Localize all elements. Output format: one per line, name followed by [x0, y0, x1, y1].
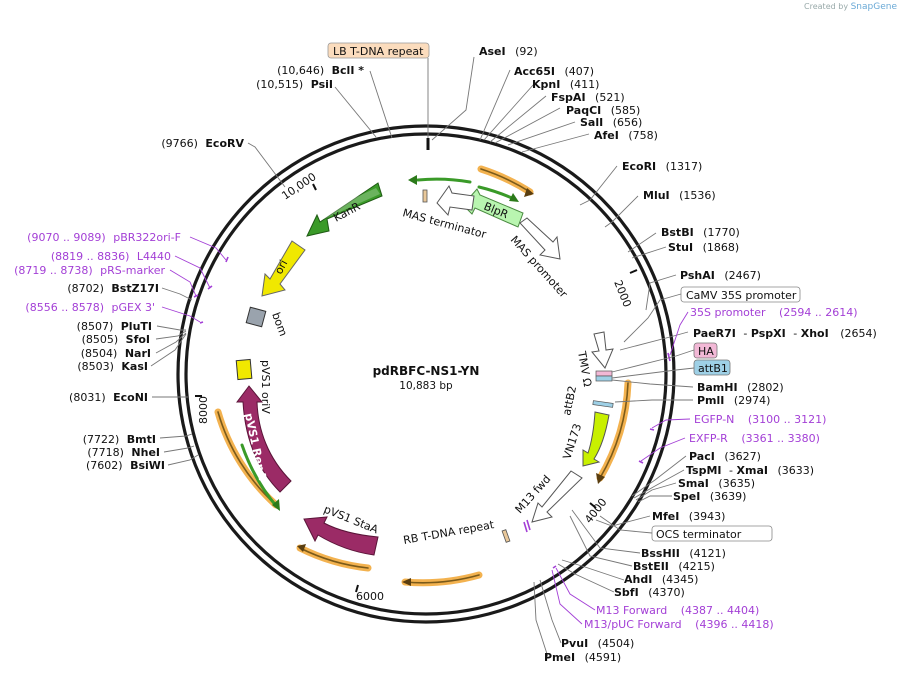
site-bamhi: BamHI (2802) [697, 381, 784, 394]
enzyme-labels-left: (7602) BsiWI (7718) NheI (7722) BmtI (80… [67, 64, 364, 472]
tick-8000: 8000 [197, 396, 210, 424]
site-nari: (8504) NarI [81, 347, 151, 360]
orange-arrowheads [297, 188, 605, 586]
ori-label: ori [272, 258, 290, 277]
plasmid-name: pdRBFC-NS1-YN [373, 364, 480, 378]
site-bstbi: BstBI (1770) [661, 226, 740, 239]
lb-repeat-text: LB T-DNA repeat [333, 45, 424, 58]
site-pshai: PshAI (2467) [680, 269, 761, 282]
site-asei: AseI (92) [479, 45, 538, 58]
tmv-feature[interactable]: TMV Ω [575, 331, 614, 388]
site-ecori: EcoRI (1317) [622, 160, 702, 173]
site-afei: AfeI (758) [594, 129, 658, 142]
site-pmei: PmeI (4591) [544, 651, 621, 664]
rb-repeat-label: RB T-DNA repeat [402, 518, 495, 547]
created-by-text: Created by [804, 2, 849, 11]
site-fspai: FspAI (521) [551, 91, 625, 104]
site-mfei: MfeI (3943) [652, 510, 725, 523]
vn173-label: VN173 [560, 422, 584, 461]
enzyme-labels-right: AseI (92) Acc65I (407) KpnI (411) FspAI … [479, 45, 877, 664]
ocs-box[interactable]: OCS terminator [599, 515, 773, 542]
ocs-text: OCS terminator [656, 528, 742, 541]
snapgene-credit: Created by SnapGene [804, 2, 897, 12]
backbone [176, 124, 676, 624]
site-econi: (8031) EcoNI [69, 391, 148, 404]
attb2-label: attB2 [560, 385, 579, 417]
primer-m13fwd: M13 Forward (4387 .. 4404) [596, 604, 759, 617]
m13fwd-feature[interactable]: M13 fwd [513, 470, 583, 523]
vn173-feature[interactable]: VN173 [560, 411, 610, 467]
site-psii: (10,515) PsiI [256, 78, 333, 91]
enzyme-leader-lines [150, 56, 694, 658]
site-bstz17i: (8702) BstZ17I [67, 282, 159, 295]
bom-label: bom [269, 311, 290, 338]
pvs1-oriv-feature[interactable]: pVS1 oriV [235, 358, 272, 414]
bom-feature[interactable]: bom [245, 306, 290, 338]
site-mlui: MluI (1536) [643, 189, 716, 202]
attb1-text: attB1 [698, 362, 728, 375]
primer-labels: (9070 .. 9089) pBR322ori-F (8819 .. 8836… [14, 231, 857, 631]
green-arrowheads [272, 175, 519, 511]
site-stui: StuI (1868) [668, 241, 739, 254]
repeat-markers [422, 189, 511, 543]
mas-promoter-feature[interactable]: MAS promoter [508, 217, 571, 301]
primer-prs: (8719 .. 8738) pRS-marker [14, 264, 165, 277]
blpr-label: BlpR [482, 200, 511, 222]
primer-leader-lines [161, 236, 691, 625]
site-paci: PacI (3627) [689, 450, 761, 463]
ori-feature[interactable]: ori [261, 240, 306, 297]
ha-box[interactable]: HA [611, 342, 718, 373]
site-bcli: (10,646) BclI * [277, 64, 364, 77]
site-sali: SalI (656) [580, 116, 642, 129]
site-tspmi: TspMI - XmaI (3633) [686, 464, 814, 477]
site-paqci: PaqCI (585) [566, 104, 640, 117]
site-bsiwi: (7602) BsiWI [86, 459, 165, 472]
ha-attb1-blocks [592, 370, 614, 408]
tick-4000: 4000 [582, 496, 609, 526]
attb1-box[interactable]: attB1 [611, 359, 731, 379]
site-bsshii: BssHII (4121) [641, 547, 726, 560]
camv-text: CaMV 35S promoter [686, 289, 797, 302]
site-bsteii: BstEII (4215) [633, 560, 715, 573]
site-sfoi: (8505) SfoI [82, 333, 150, 346]
primer-pbr322: (9070 .. 9089) pBR322ori-F [27, 231, 181, 244]
site-spei: SpeI (3639) [673, 490, 746, 503]
site-nhei: (7718) NheI [87, 446, 160, 459]
tick-2000: 2000 [611, 278, 634, 309]
plasmid-size: 10,883 bp [399, 380, 453, 392]
primer-pgex3: (8556 .. 8578) pGEX 3' [25, 301, 155, 314]
site-sbfi: SbfI (4370) [614, 586, 685, 599]
tick-6000: 6000 [356, 590, 384, 603]
site-paer7i: PaeR7I - PspXI - XhoI (2654) [693, 327, 877, 340]
camv-box[interactable]: CaMV 35S promoter [623, 286, 801, 343]
site-ahdi: AhdI (4345) [624, 573, 698, 586]
primer-m13puc: M13/pUC Forward (4396 .. 4418) [584, 618, 774, 631]
snapgene-logo-text: SnapGene [850, 2, 897, 12]
site-ecorv: (9766) EcoRV [161, 137, 244, 150]
pvs1-staa-feature[interactable]: pVS1 StaA [303, 503, 381, 556]
tick-10000: 10,000 [279, 170, 318, 202]
site-pvui: PvuI (4504) [561, 637, 634, 650]
site-acc65i: Acc65I (407) [514, 65, 594, 78]
tick-marks [195, 183, 638, 593]
lb-repeat-box[interactable]: LB T-DNA repeat [327, 42, 430, 150]
ha-text: HA [698, 345, 714, 358]
primer-35s: 35S promoter (2594 .. 2614) [690, 306, 858, 319]
site-pmli: PmlI (2974) [697, 394, 770, 407]
site-pluti: (8507) PluTI [77, 320, 152, 333]
site-smai: SmaI (3635) [678, 477, 755, 490]
tmv-label: TMV Ω [575, 349, 594, 387]
primer-l4440: (8819 .. 8836) L4440 [51, 250, 171, 263]
site-kasi: (8503) KasI [77, 360, 148, 373]
pvs1-oriv-label: pVS1 oriV [259, 360, 272, 414]
primer-marks [193, 256, 671, 569]
kanr-feature[interactable]: KanR [306, 182, 383, 237]
primer-exfpr: EXFP-R (3361 .. 3380) [689, 432, 820, 445]
site-bmti: (7722) BmtI [83, 433, 156, 446]
primer-egfpn: EGFP-N (3100 .. 3121) [694, 413, 826, 426]
site-kpni: KpnI (411) [532, 78, 599, 91]
